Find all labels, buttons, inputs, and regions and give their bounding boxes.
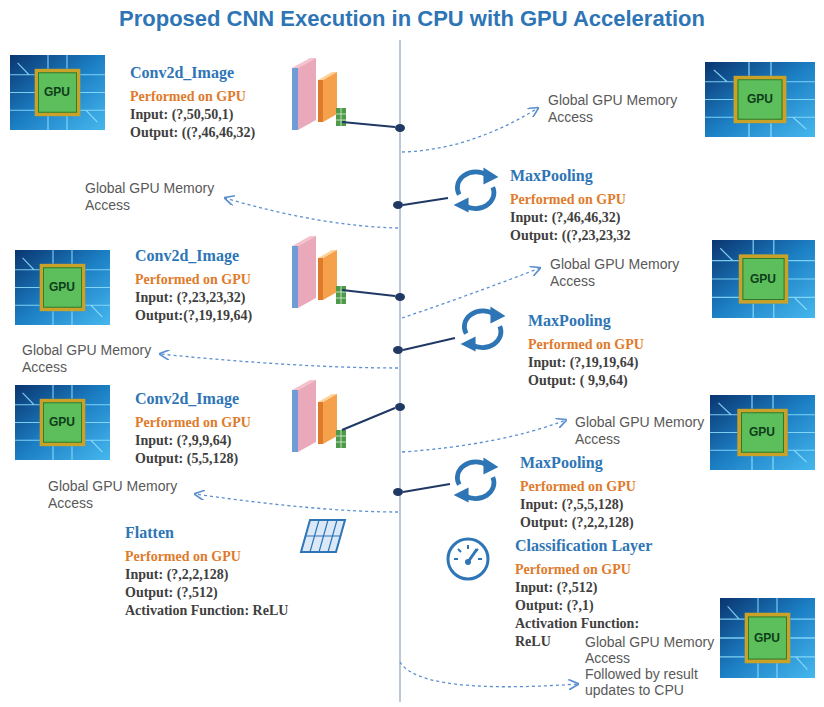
chip-label: GPU — [747, 92, 773, 106]
knob-stem — [403, 198, 448, 205]
device-note: Performed on GPU — [515, 561, 665, 579]
layer-detail: Input: (?,2,2,128) — [125, 566, 288, 584]
layer-heading: MaxPooling — [510, 165, 631, 187]
device-note: Performed on GPU — [528, 336, 644, 354]
chip-label: GPU — [49, 280, 75, 294]
layer-detail: Output: ((?,23,23,32 — [510, 227, 631, 245]
memory-note: Global GPU Memory Access — [548, 92, 680, 126]
layer-detail: Input: (?,512) — [515, 579, 665, 597]
pool-icon — [454, 168, 499, 213]
device-note: Performed on GPU — [130, 88, 255, 106]
device-note: Performed on GPU — [125, 548, 288, 566]
layer-detail: Input: (?,19,19,64) — [528, 354, 644, 372]
layer-detail: Activation Function: ReLU — [125, 602, 288, 620]
knob-stem — [342, 122, 395, 127]
layer-detail: Input: (?,5,5,128) — [520, 496, 636, 514]
layer-block: Conv2d_ImagePerformed on GPUInput: (?,9,… — [135, 388, 251, 468]
layer-detail: Output: (5,5,128) — [135, 450, 251, 468]
gauge-hub — [465, 559, 471, 565]
memory-note: Followed by result updates to CPU — [585, 666, 717, 698]
layer-detail: Input: (?,50,50,1) — [130, 106, 255, 124]
chip-label: GPU — [749, 425, 775, 439]
knob-dot — [395, 124, 405, 132]
memory-arrow — [402, 108, 538, 152]
knob-dot — [395, 293, 405, 301]
layer-heading: Conv2d_Image — [130, 62, 255, 84]
layer-detail: Output: (?,512) — [125, 584, 288, 602]
conv-icon — [292, 380, 346, 452]
memory-note: Global GPU Memory Access — [585, 634, 717, 666]
device-note: Performed on GPU — [135, 271, 252, 289]
memory-note: Global GPU Memory Access — [48, 478, 180, 512]
memory-note: Global GPU Memory Access — [575, 414, 707, 448]
layer-block: Conv2d_ImagePerformed on GPUInput: (?,23… — [135, 245, 252, 325]
knob-stem — [403, 484, 450, 492]
gpu-chip-picture — [705, 62, 815, 137]
knob-dot — [393, 201, 403, 209]
layer-heading: Flatten — [125, 522, 288, 544]
gpu-chip-picture — [712, 240, 815, 318]
layer-detail: Input: (?,23,23,32) — [135, 289, 252, 307]
gpu-chip-picture — [720, 598, 815, 678]
gauge-icon — [448, 539, 488, 579]
knob-dot — [393, 488, 403, 496]
flatten-grid — [301, 520, 345, 552]
memory-note: Global GPU Memory Access — [22, 342, 154, 376]
knob-dot — [393, 346, 403, 354]
layer-detail: Output: ((?,46,46,32) — [130, 124, 255, 142]
knob-stem — [403, 338, 455, 350]
layer-detail: Input: (?,9,9,64) — [135, 432, 251, 450]
device-note: Performed on GPU — [135, 414, 251, 432]
layer-heading: Classification Layer — [515, 535, 665, 557]
layer-block: MaxPoolingPerformed on GPUInput: (?,46,4… — [510, 165, 631, 245]
layer-detail: Output:(?,19,19,64) — [135, 307, 252, 325]
conv-icon — [292, 236, 346, 308]
gpu-chip-picture — [10, 55, 105, 130]
gauge-ticks — [454, 545, 482, 559]
layer-block: Conv2d_ImagePerformed on GPUInput: (?,50… — [130, 62, 255, 142]
layer-block: MaxPoolingPerformed on GPUInput: (?,19,1… — [528, 310, 644, 390]
conv-icon — [292, 58, 346, 130]
gauge-ring — [448, 539, 488, 579]
layer-heading: MaxPooling — [528, 310, 644, 332]
knob-dot — [395, 403, 405, 411]
layer-block: MaxPoolingPerformed on GPUInput: (?,5,5,… — [520, 452, 636, 532]
layer-heading: MaxPooling — [520, 452, 636, 474]
knob-stem — [342, 290, 395, 296]
chip-label: GPU — [750, 272, 776, 286]
timeline — [399, 40, 400, 702]
diagram-title: Proposed CNN Execution in CPU with GPU A… — [0, 6, 824, 32]
memory-arrow — [400, 662, 578, 687]
memory-note: Global GPU Memory Access — [550, 256, 682, 290]
gpu-chip-picture — [15, 250, 110, 325]
layer-detail: Output: ( 9,9,64) — [528, 372, 644, 390]
layer-block: Classification LayerPerformed on GPUInpu… — [515, 535, 665, 651]
flatten-grid-lines — [306, 520, 341, 552]
memory-arrow — [195, 494, 398, 512]
device-note: Performed on GPU — [520, 478, 636, 496]
knob-stem — [342, 408, 395, 430]
device-note: Performed on GPU — [510, 191, 631, 209]
layer-heading: Conv2d_Image — [135, 245, 252, 267]
memory-arrow — [402, 268, 540, 318]
chip-label: GPU — [754, 631, 780, 645]
flatten-icon — [301, 520, 345, 552]
memory-arrow — [402, 420, 566, 452]
memory-note: Global GPU Memory Access — [85, 180, 217, 214]
gpu-chip-picture — [15, 385, 110, 460]
layer-detail: Output: (?,2,2,128) — [520, 514, 636, 532]
memory-arrow — [225, 198, 398, 228]
gpu-chip-picture — [710, 395, 815, 470]
memory-arrow — [160, 354, 398, 368]
layer-block: FlattenPerformed on GPUInput: (?,2,2,128… — [125, 522, 288, 620]
pool-icon — [461, 307, 506, 352]
chip-label: GPU — [44, 85, 70, 99]
layer-detail: Input: (?,46,46,32) — [510, 209, 631, 227]
chip-label: GPU — [49, 415, 75, 429]
layer-heading: Conv2d_Image — [135, 388, 251, 410]
layer-detail: Output: (?,1) — [515, 597, 665, 615]
pool-icon — [454, 458, 499, 503]
